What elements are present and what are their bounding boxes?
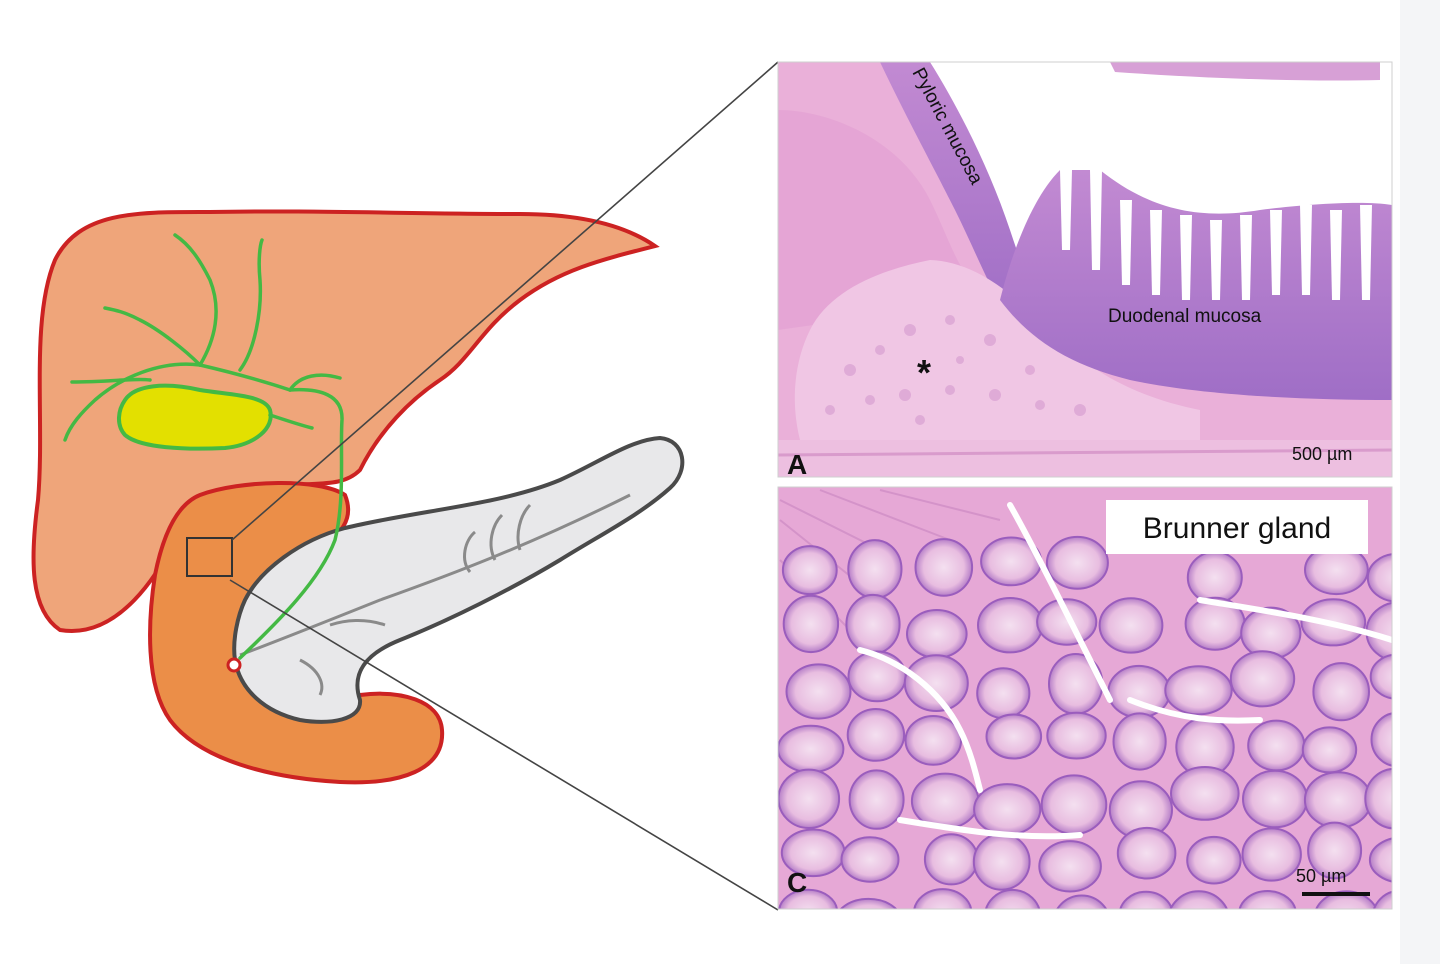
gland-acinus: [1364, 767, 1392, 830]
gland-acinus: [1365, 601, 1392, 662]
gland-acinus: [1366, 553, 1392, 603]
panel-c-frame: [777, 486, 1393, 910]
gland-acinus: [1241, 827, 1302, 882]
gland-acinus: [1116, 826, 1177, 880]
panel-a: Pyloric mucosa Duodenal mucosa * A 500 µ…: [778, 62, 1392, 480]
panel-a-scale-text: 500 µm: [1292, 444, 1352, 464]
gland-acinus: [1186, 835, 1242, 885]
gland-acinus: [910, 772, 980, 830]
gland-acinus: [778, 768, 841, 829]
duodenal-mucosa-label: Duodenal mucosa: [1108, 306, 1262, 327]
gland-acinus: [973, 783, 1042, 836]
gland-acinus: [1238, 890, 1297, 909]
mucosa-fragment: [1110, 62, 1380, 81]
panel-a-label: A: [787, 449, 807, 480]
gland-acinus: [840, 836, 900, 883]
gland-acinus: [1119, 890, 1173, 909]
gland-acinus: [1307, 821, 1363, 880]
gland-acinus: [1112, 712, 1167, 771]
gland-acinus: [1312, 662, 1370, 722]
gland-acinus: [778, 724, 845, 774]
gland-acinus: [1315, 890, 1378, 909]
gland-acinus: [847, 650, 907, 703]
gland-acinus: [1370, 712, 1392, 767]
gland-acinus: [1098, 597, 1164, 654]
gland-acinus: [1229, 650, 1296, 708]
gland-acinus: [848, 769, 905, 830]
gland-acinus: [1170, 766, 1240, 821]
gland-acinus: [1369, 653, 1392, 700]
gland-acinus: [1038, 840, 1102, 893]
ampulla: [226, 657, 242, 673]
gland-acinus: [1368, 837, 1392, 883]
gland-acinus: [781, 545, 838, 596]
gland-acinus: [1046, 711, 1107, 760]
gland-acinus: [1040, 774, 1108, 836]
gland-acinus: [903, 654, 969, 712]
panel-c-label: C: [787, 867, 807, 898]
gland-acinus: [846, 708, 906, 762]
connective-septa: [857, 502, 1392, 840]
gland-acinus: [913, 888, 973, 909]
callout-line-bottom: [229, 579, 779, 911]
gland-acinus: [977, 597, 1044, 654]
pyloric-mucosa: [880, 62, 1040, 320]
gland-acinus: [972, 832, 1031, 891]
bile-ducts: [63, 233, 344, 660]
panel-a-frame: [777, 61, 1393, 478]
duodenal-villi: [1060, 170, 1372, 300]
pancreatic-duct-branch: [299, 658, 324, 696]
gland-acinus: [778, 888, 838, 909]
gland-acinus: [1056, 894, 1108, 909]
brunner-gland-title: Brunner gland: [1143, 512, 1331, 545]
panel-c-scale-text: 50 µm: [1296, 866, 1346, 886]
gland-acinus: [914, 538, 974, 597]
gland-acinus: [845, 593, 901, 655]
brunner-gland-texture: [825, 315, 1086, 425]
gland-acinus: [984, 888, 1041, 909]
callout-lines: [229, 61, 779, 911]
gland-acinus: [904, 715, 963, 766]
panel-c: Brunner gland C 50 µm: [778, 487, 1392, 909]
zoom-region-box: [186, 537, 233, 577]
background-strip: [1400, 0, 1440, 964]
asterisk-marker: *: [917, 352, 931, 393]
gland-acinus: [1372, 890, 1392, 909]
gland-acinus: [923, 833, 979, 886]
pancreatic-duct-branch: [463, 530, 477, 573]
lumen: [930, 62, 1392, 214]
gland-acinus: [782, 594, 840, 654]
anatomy-diagram: [31, 209, 685, 785]
gland-acinus: [906, 609, 968, 659]
gland-acinus: [1242, 769, 1308, 829]
gland-acinus: [839, 897, 898, 909]
brunner-gland-region: [794, 260, 1200, 440]
pancreatic-duct-branch: [489, 513, 504, 561]
gland-acinus: [1036, 598, 1098, 646]
gland-acinus: [847, 539, 903, 600]
gland-acinus: [976, 667, 1031, 720]
callout-line-top: [231, 61, 779, 541]
gland-acinus: [1186, 550, 1243, 605]
gland-acinus: [1169, 890, 1228, 909]
gland-acinus: [1045, 535, 1109, 590]
gland-acinus: [1164, 665, 1233, 716]
gallbladder: [117, 383, 273, 451]
gland-acinus: [1247, 719, 1306, 772]
gland-acinus: [1303, 771, 1373, 829]
pancreatic-duct: [239, 493, 631, 657]
brunner-gland-title-box: [1106, 500, 1368, 554]
gland-acinus: [985, 713, 1043, 760]
gland-acinus: [785, 663, 852, 720]
pancreatic-duct-branch: [516, 503, 532, 551]
gland-acinus: [1301, 726, 1358, 774]
pancreatic-duct-branch: [329, 619, 386, 627]
panel-divider: [778, 477, 1392, 487]
brunner-gland-acini: [778, 535, 1392, 909]
